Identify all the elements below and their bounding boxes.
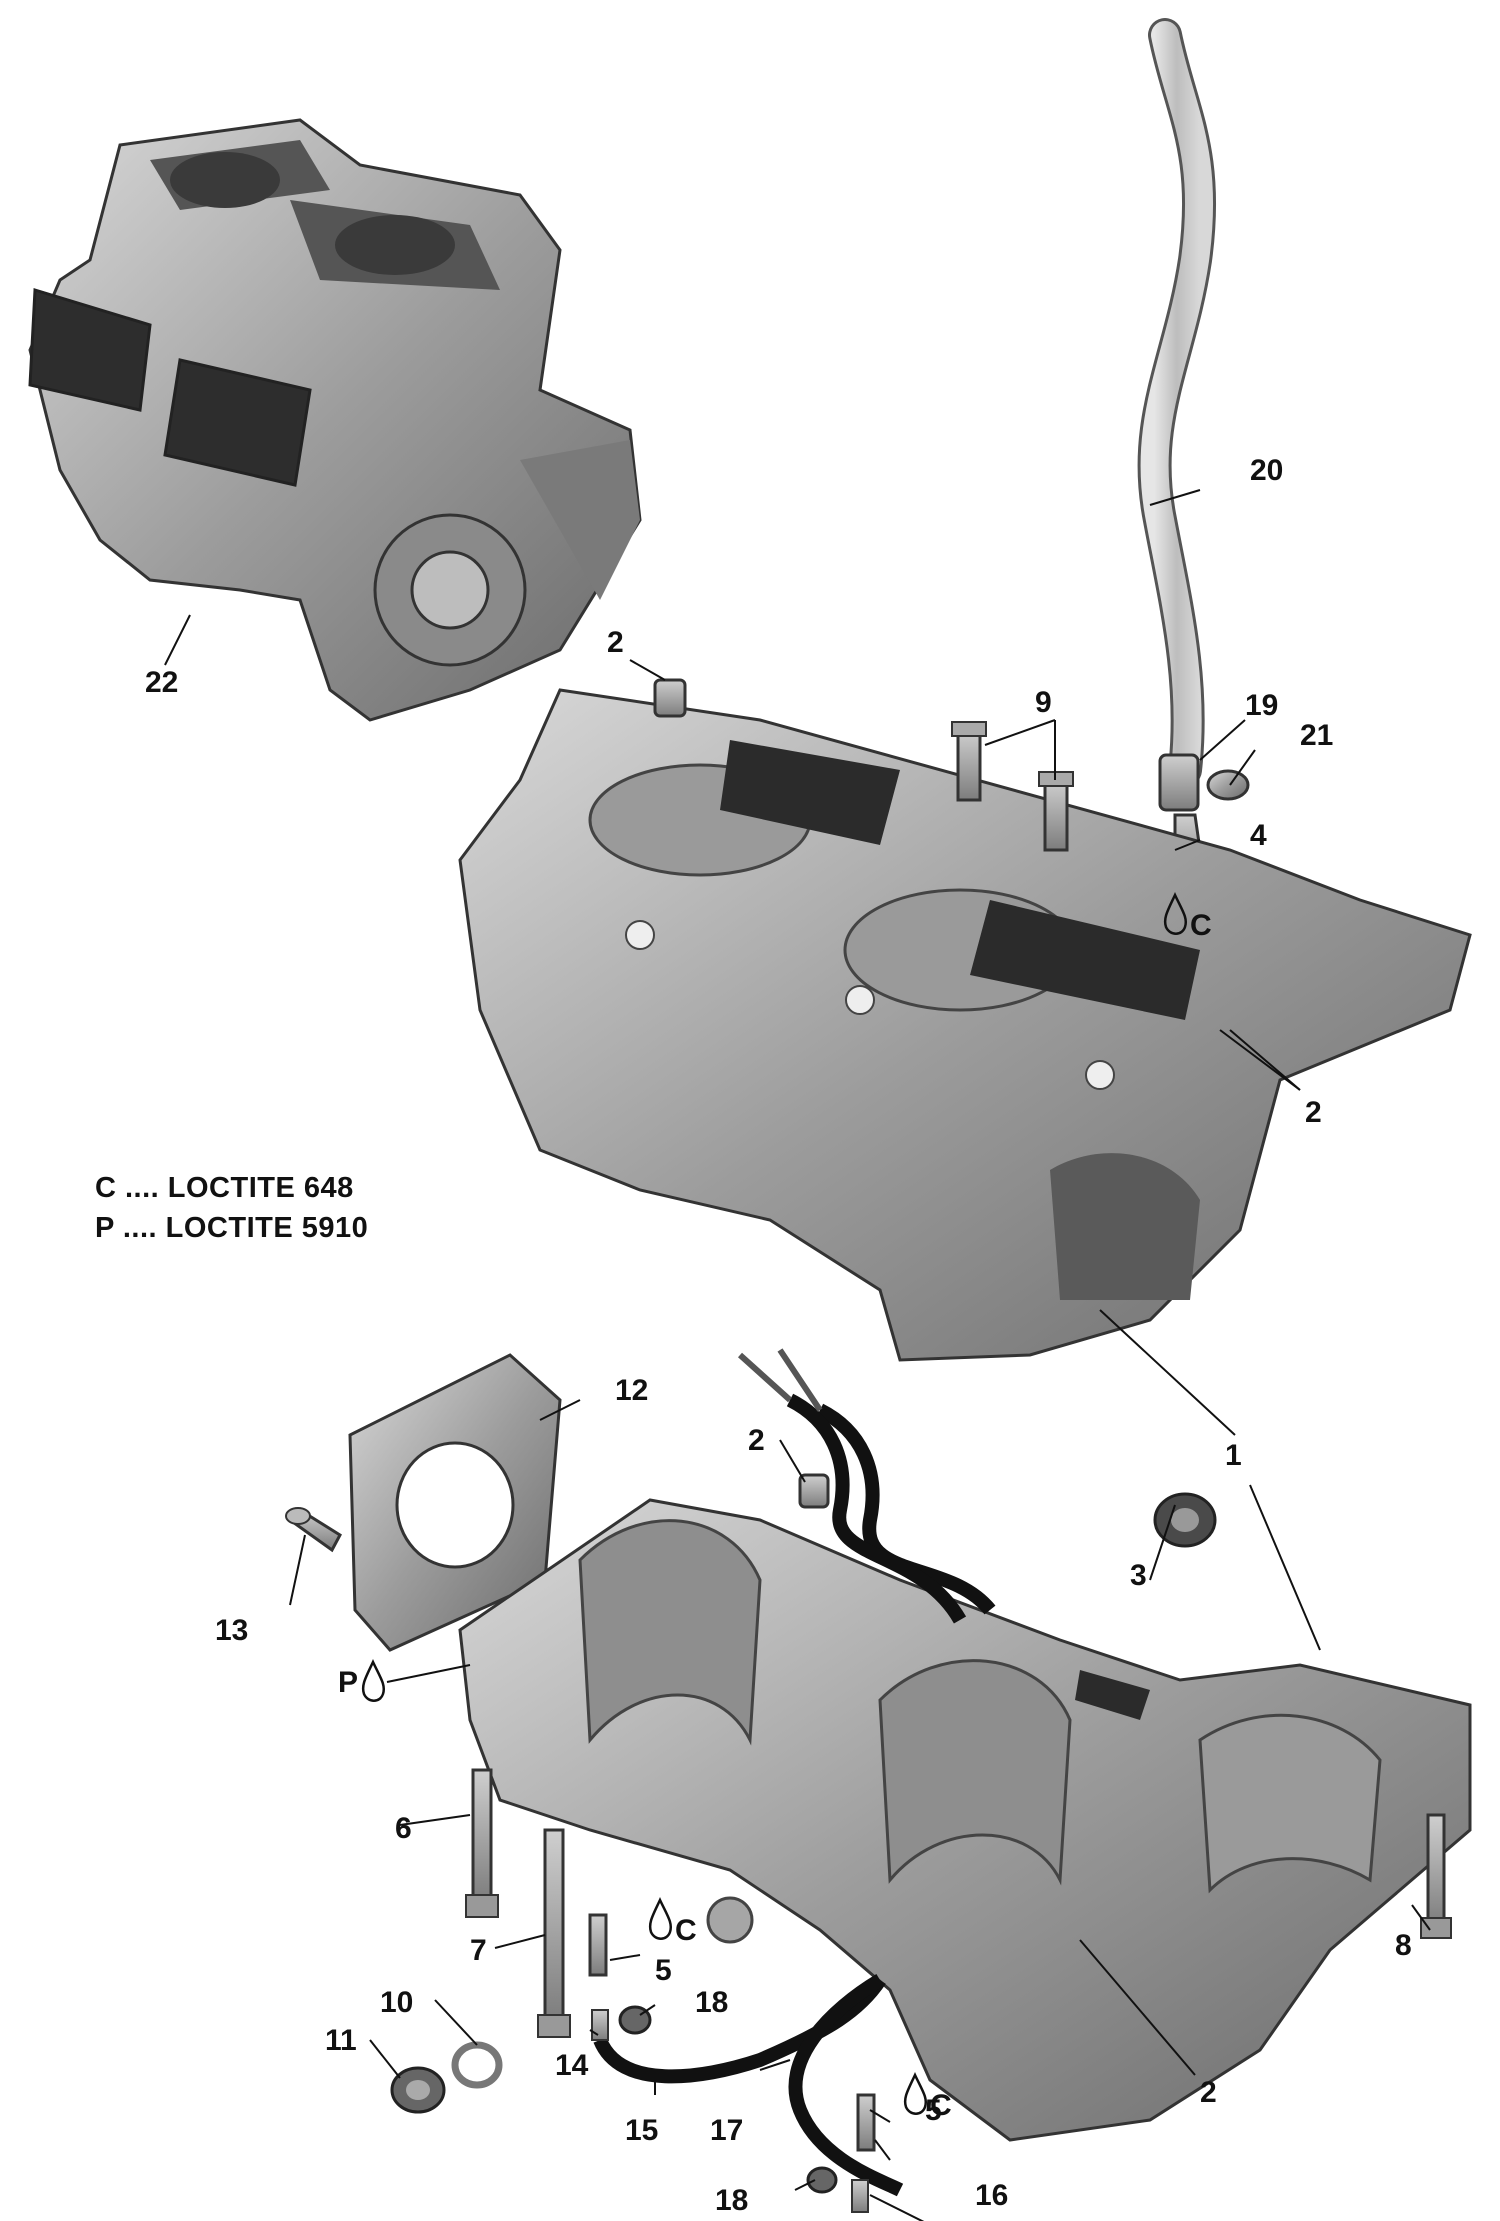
callout-1: 1 — [1225, 1439, 1242, 1472]
oil-hoses-lower — [591, 1973, 904, 2213]
callout-2-upper-right: 2 — [1305, 1096, 1322, 1129]
loctite-mark-c-fitting-left: C — [648, 1897, 697, 1947]
callout-7: 7 — [470, 1934, 487, 1967]
callout-9: 9 — [1035, 686, 1052, 719]
svg-text:C: C — [1190, 909, 1212, 942]
callout-6: 6 — [395, 1812, 412, 1845]
bolt-part-8 — [1420, 1813, 1452, 1939]
drop-icon — [648, 1897, 672, 1940]
callout-13: 13 — [215, 1614, 248, 1647]
loctite-mark-c-fitting-right: C — [903, 2072, 952, 2122]
callout-2-top: 2 — [607, 626, 624, 659]
oil-lines-upper — [737, 1348, 996, 1624]
callout-5-right: 5 — [925, 2094, 942, 2127]
legend-item-c: C .... LOCTITE 648 — [95, 1172, 354, 1204]
legend-item-p: P .... LOCTITE 5910 — [95, 1212, 369, 1244]
bolt-part-6 — [465, 1768, 499, 1918]
callout-10: 10 — [380, 1986, 413, 2019]
callout-21: 21 — [1300, 719, 1333, 752]
breather-hose-part-20 — [1137, 18, 1250, 882]
seal-part-3 — [1153, 1492, 1217, 1548]
drop-icon — [903, 2072, 927, 2115]
callout-18-left: 18 — [695, 1986, 728, 2019]
bolt-part-7 — [537, 1828, 571, 2038]
washer-part-10 — [451, 2041, 503, 2089]
drop-icon — [361, 1659, 385, 1702]
loctite-mark-p-crankcase: P — [338, 1659, 471, 1702]
callout-20: 20 — [1250, 454, 1283, 487]
loctite-mark-c-hose-fitting: C — [1163, 892, 1212, 942]
callout-2-lower: 2 — [1200, 2076, 1217, 2109]
fittings-part-5 — [588, 1913, 876, 2152]
callout-11: 11 — [325, 2024, 357, 2057]
callout-labels: 20 19 21 4 9 2 22 2 1 12 2 3 13 6 7 5 18… — [145, 454, 1412, 2217]
callout-19: 19 — [1245, 689, 1278, 722]
screw-part-13 — [285, 1507, 342, 1553]
callout-4: 4 — [1250, 819, 1267, 852]
plug-part-11 — [390, 2066, 446, 2114]
svg-text:C: C — [930, 2089, 952, 2122]
callout-16: 16 — [975, 2179, 1008, 2212]
dowel-pins-part-2 — [653, 678, 830, 1509]
leader-lines — [164, 489, 1431, 2221]
callout-15: 15 — [625, 2114, 658, 2147]
callout-8: 8 — [1395, 1929, 1412, 1962]
callout-14: 14 — [555, 2049, 589, 2082]
svg-text:C: C — [675, 1914, 697, 1947]
cover-gasket-part-12 — [348, 1353, 562, 1652]
callout-18-right: 18 — [715, 2184, 748, 2217]
callout-5-left: 5 — [655, 1954, 672, 1987]
callout-22: 22 — [145, 666, 178, 699]
adhesive-legend: C .... LOCTITE 648 P .... LOCTITE 5910 — [95, 1168, 368, 1248]
callout-17: 17 — [710, 2114, 743, 2147]
lower-crankcase-part-1 — [458, 1498, 1472, 2142]
upper-crankcase-part-1 — [458, 688, 1472, 1362]
bolts-part-9 — [951, 721, 1074, 852]
svg-text:P: P — [338, 1666, 358, 1699]
adhesive-marks: C C C P — [338, 892, 1212, 2122]
callout-12: 12 — [615, 1374, 648, 1407]
callout-3: 3 — [1130, 1559, 1147, 1592]
engine-assembly-part-22 — [28, 118, 642, 722]
callout-2-middle: 2 — [748, 1424, 765, 1457]
drop-icon — [1163, 892, 1187, 935]
